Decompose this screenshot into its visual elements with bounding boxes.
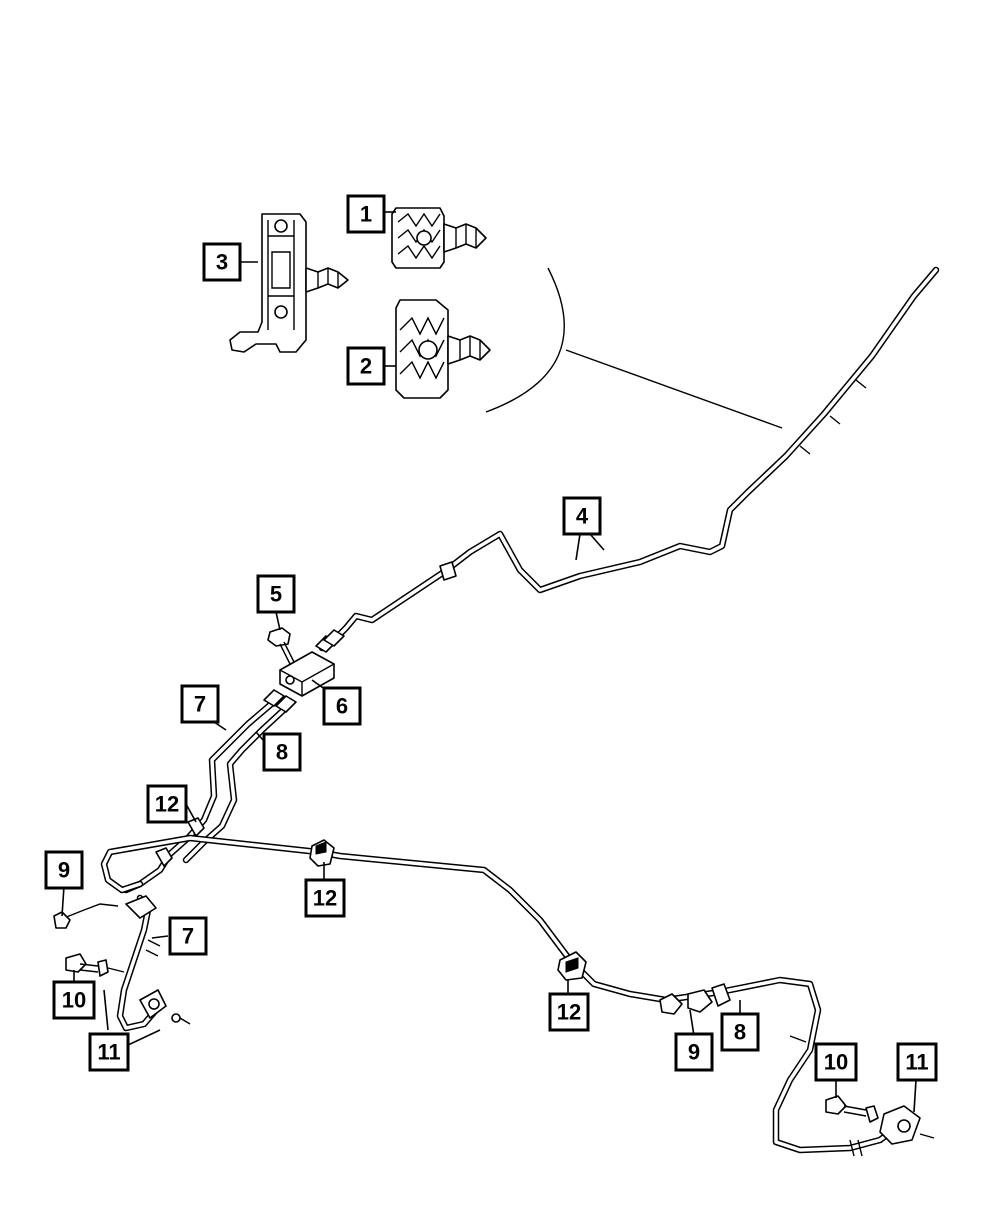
clip-part-2	[395, 299, 491, 399]
callout-label: 11	[905, 1050, 928, 1075]
callout-label: 5	[270, 582, 282, 607]
callout-label: 8	[276, 740, 288, 765]
detail-leader	[565, 349, 783, 429]
callout-9-left: 9	[44, 850, 84, 890]
callouts: 1 2 3 4 5 6 7 8	[44, 194, 938, 1082]
callout-label: 1	[360, 202, 372, 227]
callout-label: 9	[688, 1040, 700, 1065]
callout-label: 6	[336, 694, 348, 719]
callout-label: 10	[62, 988, 86, 1013]
callout-5: 5	[256, 574, 296, 614]
junction-block	[279, 629, 345, 697]
left-bolt-10	[65, 953, 191, 1025]
callout-1: 1	[346, 194, 386, 234]
detail-arc	[485, 267, 565, 413]
callout-label: 4	[576, 504, 589, 529]
callout-label: 2	[360, 354, 372, 379]
bolt-part-5	[267, 627, 295, 665]
bracket-part-3	[229, 213, 349, 353]
right-hose-assembly	[659, 983, 935, 1145]
brake-tube-cross	[100, 834, 900, 1157]
clip-part-1	[391, 207, 487, 269]
callout-9-right: 9	[674, 1032, 714, 1072]
callout-6: 6	[322, 686, 362, 726]
brake-tube-main	[318, 266, 940, 652]
callout-7-upper: 7	[180, 684, 220, 724]
callout-8-lower: 8	[720, 1012, 760, 1052]
callout-7-lower: 7	[168, 916, 208, 956]
callout-label: 9	[58, 858, 70, 883]
callout-12-lower: 12	[548, 992, 590, 1032]
callout-4: 4	[562, 496, 602, 536]
left-hose-assembly	[53, 894, 167, 1032]
callout-label: 11	[97, 1040, 120, 1065]
callout-11-left: 11	[88, 1032, 130, 1072]
callout-12-middle: 12	[304, 878, 346, 918]
callout-label: 12	[557, 1000, 581, 1025]
detail-inset	[229, 207, 783, 429]
callout-2: 2	[346, 346, 386, 386]
callout-8-upper: 8	[262, 732, 302, 772]
callout-leaders	[61, 211, 917, 1113]
callout-10-right: 10	[814, 1042, 858, 1082]
callout-12-upper: 12	[146, 784, 188, 824]
callout-11-right: 11	[896, 1042, 938, 1082]
callout-3: 3	[202, 242, 242, 282]
callout-label: 7	[182, 924, 194, 949]
line-clips	[155, 817, 587, 981]
right-bolt-10	[825, 1095, 879, 1123]
callout-10-left: 10	[52, 980, 96, 1020]
callout-label: 10	[824, 1050, 848, 1075]
callout-label: 3	[216, 250, 228, 275]
callout-label: 7	[194, 692, 206, 717]
callout-label: 12	[155, 792, 179, 817]
callout-label: 12	[313, 886, 337, 911]
callout-label: 8	[734, 1020, 746, 1045]
